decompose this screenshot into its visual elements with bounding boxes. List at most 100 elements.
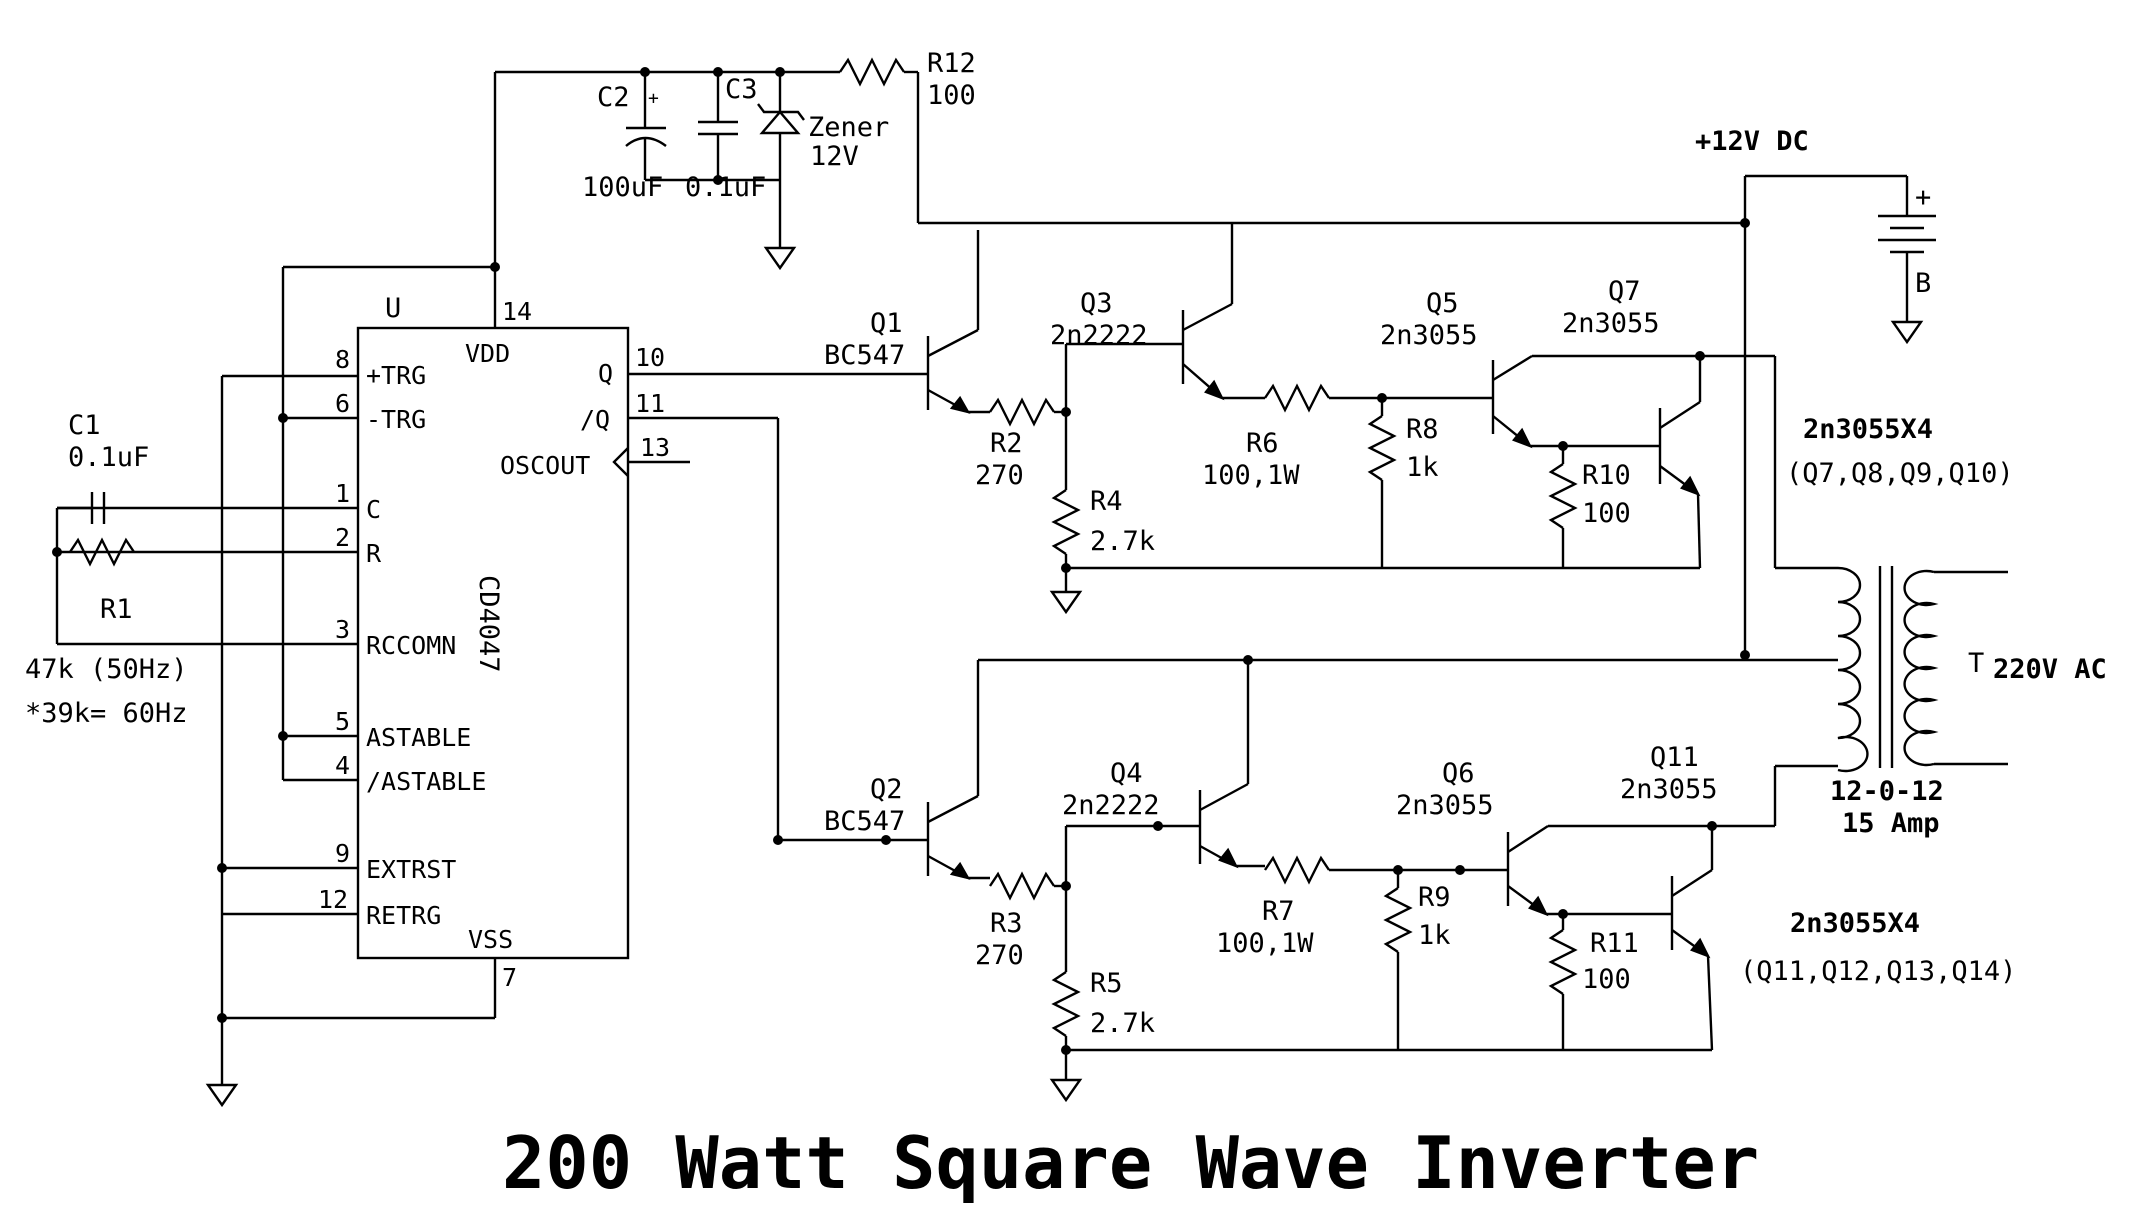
pin-2-number: 2 bbox=[335, 523, 350, 552]
pin-9-number: 9 bbox=[335, 839, 350, 868]
q2-ref: Q2 bbox=[870, 774, 903, 805]
r8-resistor bbox=[1367, 415, 1397, 481]
r2-value: 270 bbox=[975, 460, 1024, 491]
r2-ref: R2 bbox=[990, 428, 1023, 459]
r3-value: 270 bbox=[975, 940, 1024, 971]
r4-resistor bbox=[1051, 489, 1081, 555]
page-title: 200 Watt Square Wave Inverter bbox=[502, 1121, 1759, 1205]
pin-ptrg-label: +TRG bbox=[366, 361, 426, 390]
pin-c-label: C bbox=[366, 495, 381, 524]
pin-r-label: R bbox=[366, 539, 382, 568]
pin-12-number: 12 bbox=[318, 885, 348, 914]
c2-ref: C2 bbox=[597, 82, 630, 113]
r12-value: 100 bbox=[927, 80, 976, 111]
r2-resistor bbox=[989, 397, 1055, 427]
cd4047-ic bbox=[57, 267, 928, 1020]
transformer-ref: T bbox=[1968, 648, 1984, 679]
r12-ref: R12 bbox=[927, 48, 976, 79]
r1-value: 47k (50Hz) bbox=[25, 654, 188, 685]
pin-11-number: 11 bbox=[635, 389, 665, 418]
pin-retrg-label: RETRG bbox=[366, 901, 441, 930]
pin-14-number: 14 bbox=[502, 297, 532, 326]
r10-value: 100 bbox=[1582, 498, 1631, 529]
q3-ref: Q3 bbox=[1080, 288, 1113, 319]
r5-value: 2.7k bbox=[1090, 1008, 1155, 1039]
pin-mtrg-label: -TRG bbox=[366, 405, 426, 434]
r8-value: 1k bbox=[1406, 452, 1439, 483]
transformer bbox=[1773, 356, 2008, 826]
pin-7-number: 7 bbox=[502, 963, 517, 992]
q1-ref: Q1 bbox=[870, 308, 903, 339]
battery-polarity: + bbox=[1915, 182, 1931, 213]
q4-part: 2n2222 bbox=[1062, 790, 1160, 821]
r6-value: 100,1W bbox=[1202, 460, 1300, 491]
timing-network bbox=[52, 265, 495, 1108]
c2-polarity: + bbox=[648, 88, 659, 109]
power-supply-section bbox=[490, 57, 1745, 272]
supply-label: +12V DC bbox=[1695, 126, 1809, 157]
pin-astable-label: ASTABLE bbox=[366, 723, 471, 752]
zener-value: 12V bbox=[810, 141, 859, 172]
ic-part: CD4047 bbox=[473, 575, 504, 673]
r1-resistor bbox=[69, 537, 135, 567]
q6-part: 2n3055 bbox=[1396, 790, 1494, 821]
q6-ref: Q6 bbox=[1442, 758, 1475, 789]
pin-6-number: 6 bbox=[335, 389, 350, 418]
r6-ref: R6 bbox=[1246, 428, 1279, 459]
group-bottom-members: (Q11,Q12,Q13,Q14) bbox=[1740, 956, 2016, 987]
group-bottom-label: 2n3055X4 bbox=[1790, 908, 1920, 939]
ground-symbol bbox=[763, 246, 797, 271]
q4-ref: Q4 bbox=[1110, 758, 1143, 789]
ground-symbol bbox=[1890, 320, 1924, 345]
pin-vdd-label: VDD bbox=[465, 339, 510, 368]
r7-ref: R7 bbox=[1262, 896, 1295, 927]
group-top-members: (Q7,Q8,Q9,Q10) bbox=[1786, 458, 2014, 489]
r12-resistor bbox=[839, 57, 905, 87]
q5-part: 2n3055 bbox=[1380, 320, 1478, 351]
r1-ref: R1 bbox=[100, 594, 133, 625]
top-driver-chain bbox=[926, 223, 1775, 615]
r6-resistor bbox=[1264, 383, 1330, 413]
transformer-current: 15 Amp bbox=[1842, 808, 1940, 839]
group-top-label: 2n3055X4 bbox=[1803, 414, 1933, 445]
pin-3-number: 3 bbox=[335, 615, 350, 644]
c3-value: 0.1uF bbox=[685, 172, 766, 203]
r8-ref: R8 bbox=[1406, 414, 1439, 445]
r7-value: 100,1W bbox=[1216, 928, 1314, 959]
pin-13-number: 13 bbox=[640, 433, 670, 462]
pin-qbar-label: /Q bbox=[580, 405, 610, 434]
q7-part: 2n3055 bbox=[1562, 308, 1660, 339]
ground-symbol bbox=[1049, 1078, 1083, 1103]
transformer-rating: 12-0-12 bbox=[1830, 776, 1944, 807]
r9-value: 1k bbox=[1418, 920, 1451, 951]
pin-extrst-label: EXTRST bbox=[366, 855, 456, 884]
r5-resistor bbox=[1051, 971, 1081, 1037]
transformer-output: 220V AC bbox=[1993, 654, 2107, 685]
pin-10-number: 10 bbox=[635, 343, 665, 372]
ic-ref: U bbox=[385, 293, 401, 324]
r11-value: 100 bbox=[1582, 964, 1631, 995]
r3-resistor bbox=[989, 871, 1055, 901]
ground-symbol bbox=[205, 1083, 239, 1108]
r3-ref: R3 bbox=[990, 908, 1023, 939]
r9-ref: R9 bbox=[1418, 882, 1451, 913]
c1-value: 0.1uF bbox=[68, 442, 149, 473]
q1-part: BC547 bbox=[824, 340, 905, 371]
q7-ref: Q7 bbox=[1608, 276, 1641, 307]
pin-5-number: 5 bbox=[335, 707, 350, 736]
pin-4-number: 4 bbox=[335, 751, 350, 780]
pin-vss-label: VSS bbox=[468, 925, 513, 954]
r10-resistor bbox=[1548, 463, 1578, 529]
bottom-driver-chain bbox=[773, 418, 1775, 1103]
c1-ref: C1 bbox=[68, 410, 101, 441]
pin-oscout-label: OSCOUT bbox=[500, 451, 590, 480]
r4-ref: R4 bbox=[1090, 486, 1123, 517]
r9-resistor bbox=[1383, 887, 1413, 953]
c3-ref: C3 bbox=[725, 74, 758, 105]
c2-value: 100uF bbox=[582, 172, 663, 203]
pin-rccomn-label: RCCOMN bbox=[366, 631, 456, 660]
r7-resistor bbox=[1264, 855, 1330, 885]
pin-8-number: 8 bbox=[335, 345, 350, 374]
r4-value: 2.7k bbox=[1090, 526, 1155, 557]
zener-ref: Zener bbox=[808, 112, 889, 143]
